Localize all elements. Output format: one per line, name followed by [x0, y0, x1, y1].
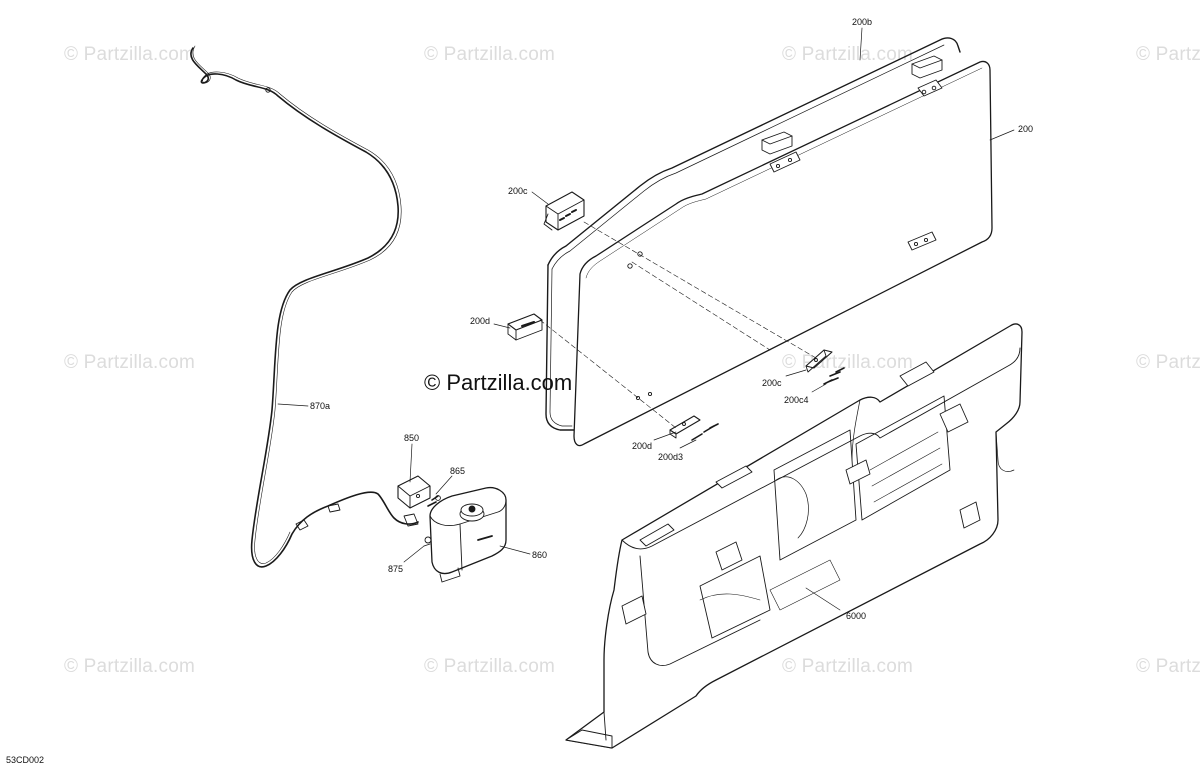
watermark: © Partzilla.com — [64, 352, 196, 373]
bracket-200d — [507, 313, 543, 341]
callout-200c4: 200c4 — [784, 395, 809, 405]
callout-200d-bottom: 200d — [632, 441, 653, 451]
screw-865 — [427, 495, 441, 507]
watermark-main: © Partzilla.com — [424, 370, 573, 395]
clip-200c-right — [805, 349, 833, 373]
washer-hose-870a — [190, 45, 419, 568]
callout-865: 865 — [450, 466, 466, 476]
callout-200b: 200b — [852, 17, 873, 27]
screw-200d3 — [691, 423, 719, 441]
callout-860: 860 — [532, 550, 548, 560]
callout-200d: 200d — [470, 316, 491, 326]
watermark: © Partzilla.com — [1136, 44, 1200, 65]
watermark: © Partzilla.com — [424, 656, 556, 677]
callout-850: 850 — [404, 433, 420, 443]
clip-200c — [543, 191, 585, 231]
callout-200c: 200c — [508, 186, 528, 196]
clamp-875 — [423, 536, 432, 547]
watermark: © Partzilla.com — [1136, 352, 1200, 373]
callout-875: 875 — [388, 564, 404, 574]
bracket-850 — [397, 475, 431, 509]
washer-reservoir-860 — [429, 486, 507, 583]
assembly-lines — [539, 221, 817, 429]
leader-lines — [277, 27, 1015, 611]
seal-200b — [545, 37, 961, 431]
watermark: © Partzilla.com — [782, 656, 914, 677]
callout-6000: 6000 — [846, 611, 867, 621]
watermark: © Partzilla.com — [64, 656, 196, 677]
diagram-code: 53CD002 — [6, 755, 45, 765]
callout-200c-right: 200c — [762, 378, 782, 388]
watermark: © Partzilla.com — [64, 44, 196, 65]
callout-200d3: 200d3 — [658, 452, 684, 462]
rear-panel-6000 — [565, 323, 1023, 749]
screw-200c4 — [823, 367, 845, 385]
callout-200: 200 — [1018, 124, 1034, 134]
window-glass-200 — [573, 55, 993, 447]
callout-870a: 870a — [310, 401, 331, 411]
watermark: © Partzilla.com — [1136, 656, 1200, 677]
watermark: © Partzilla.com — [424, 44, 556, 65]
watermark: © Partzilla.com — [782, 44, 914, 65]
